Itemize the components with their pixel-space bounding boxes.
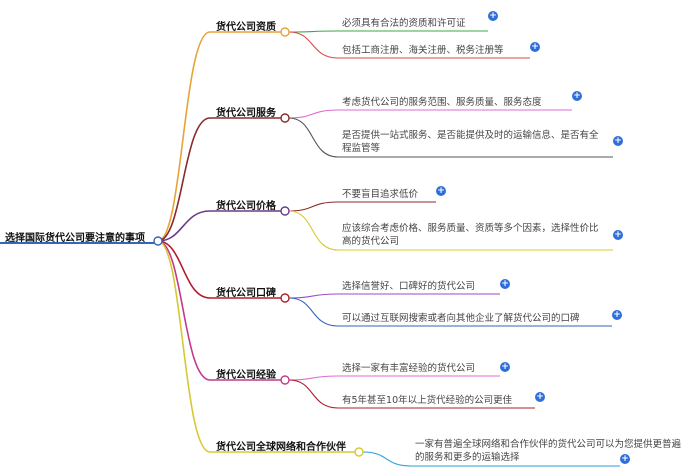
branch-label[interactable]: 货代公司价格 xyxy=(216,201,276,212)
branch-connector xyxy=(157,240,211,381)
leaf-connector xyxy=(288,117,339,158)
leaf-text: 考虑货代公司的服务范围、服务质量、服务态度 xyxy=(342,97,542,108)
leaf-text: 不要盲目追求低价 xyxy=(342,189,419,200)
expand-plus-icon[interactable]: + xyxy=(500,279,510,289)
expand-plus-icon[interactable]: + xyxy=(488,11,498,21)
branch-label[interactable]: 货代公司经验 xyxy=(216,370,276,381)
expand-plus-icon[interactable]: + xyxy=(612,310,622,320)
circle-node-icon[interactable] xyxy=(354,447,364,457)
expand-plus-icon[interactable]: + xyxy=(613,230,623,240)
branch-connector xyxy=(157,31,211,242)
leaf-connector xyxy=(288,30,339,33)
leaf-connector xyxy=(288,109,339,119)
branch-connector xyxy=(157,240,211,299)
leaf-text: 有5年甚至10年以上货代经验的公司更佳 xyxy=(342,395,513,406)
leaf-text: 必须具有合法的资质和许可证 xyxy=(342,18,466,29)
leaf-text: 包括工商注册、海关注册、税务注册等 xyxy=(342,45,504,56)
leaf-connector xyxy=(288,375,339,381)
circle-node-icon[interactable] xyxy=(280,27,290,37)
expand-plus-icon[interactable]: + xyxy=(613,136,623,146)
leaf-text: 可以通过互联网搜索或者向其他企业了解货代公司的口碑 xyxy=(342,313,580,324)
branch-label[interactable]: 货代公司全球网络和合作伙伴 xyxy=(216,442,346,453)
leaf-connector xyxy=(288,210,339,251)
branch-connector xyxy=(157,117,211,242)
root-topic[interactable]: 选择国际货代公司要注意的事项 xyxy=(5,233,145,244)
expand-plus-icon[interactable]: + xyxy=(535,392,545,402)
leaf-text: 是否提供一站式服务、是否能提供及时的运输信息、是否有全程监管等 xyxy=(342,130,599,154)
leaf-text: 选择信誉好、口碑好的货代公司 xyxy=(342,281,476,292)
branch-connector xyxy=(157,210,211,242)
expand-plus-icon[interactable]: + xyxy=(620,454,630,464)
branch-connector xyxy=(157,240,211,453)
circle-node-icon[interactable] xyxy=(280,113,290,123)
branch-label[interactable]: 货代公司口碑 xyxy=(216,288,276,299)
leaf-connector xyxy=(288,293,339,299)
circle-node-icon[interactable] xyxy=(153,236,163,246)
leaf-connector xyxy=(362,451,412,467)
expand-plus-icon[interactable]: + xyxy=(500,362,510,372)
circle-node-icon[interactable] xyxy=(280,293,290,303)
leaf-connector xyxy=(288,379,339,409)
leaf-text: 一家有普遍全球网络和合作伙伴的货代公司可以为您提供更普遍的服务和更多的运输选择 xyxy=(415,439,682,463)
leaf-connector xyxy=(288,201,339,212)
branch-label[interactable]: 货代公司服务 xyxy=(216,108,276,119)
expand-plus-icon[interactable]: + xyxy=(530,42,540,52)
leaf-text: 应该综合考虑价格、服务质量、资质等多个因素，选择性价比高的货代公司 xyxy=(342,223,599,247)
branch-label[interactable]: 货代公司资质 xyxy=(216,22,276,33)
expand-plus-icon[interactable]: + xyxy=(572,91,582,101)
leaf-connector xyxy=(288,31,339,59)
leaf-text: 选择一家有丰富经验的货代公司 xyxy=(342,363,476,374)
leaf-connector xyxy=(288,297,339,327)
expand-plus-icon[interactable]: + xyxy=(436,186,446,196)
circle-node-icon[interactable] xyxy=(280,375,290,385)
circle-node-icon[interactable] xyxy=(280,206,290,216)
